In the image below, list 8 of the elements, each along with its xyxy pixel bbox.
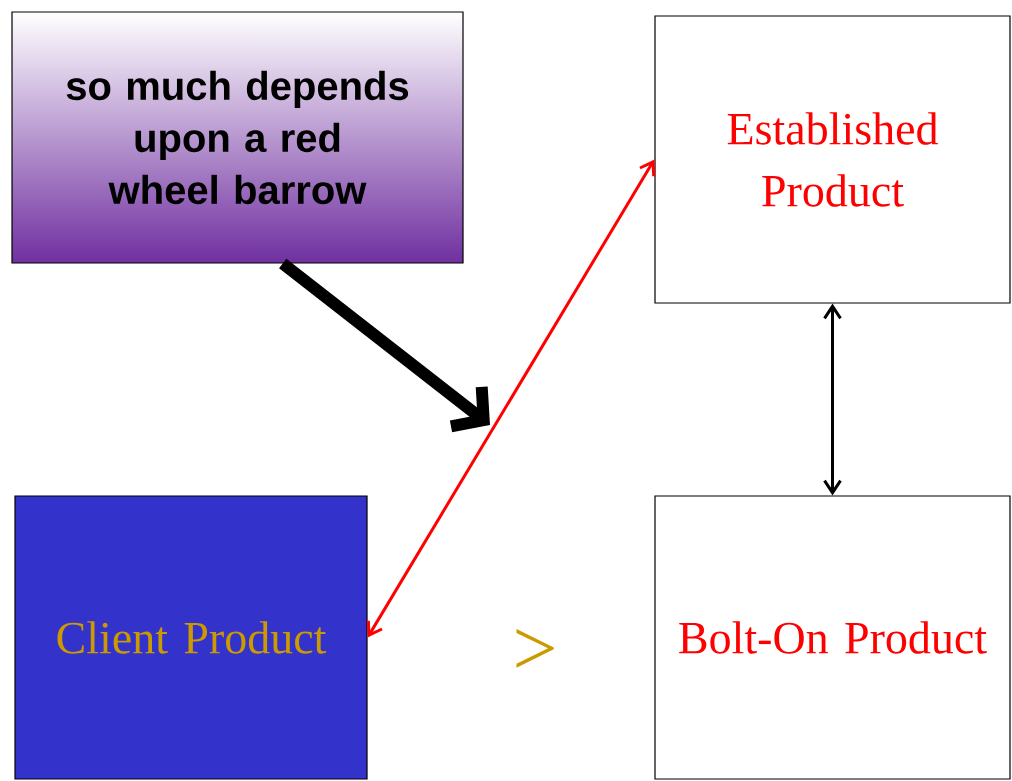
arrow [823, 303, 842, 496]
product-box: Bolt-On Product [654, 495, 1011, 780]
chevron-sign: > [516, 629, 554, 668]
arrow [366, 159, 656, 638]
text-box: so much depends upon a red wheel barrow [11, 11, 464, 264]
arrow [279, 258, 490, 433]
product-box: Client Product [14, 495, 368, 780]
product-box: Established Product [654, 15, 1011, 304]
